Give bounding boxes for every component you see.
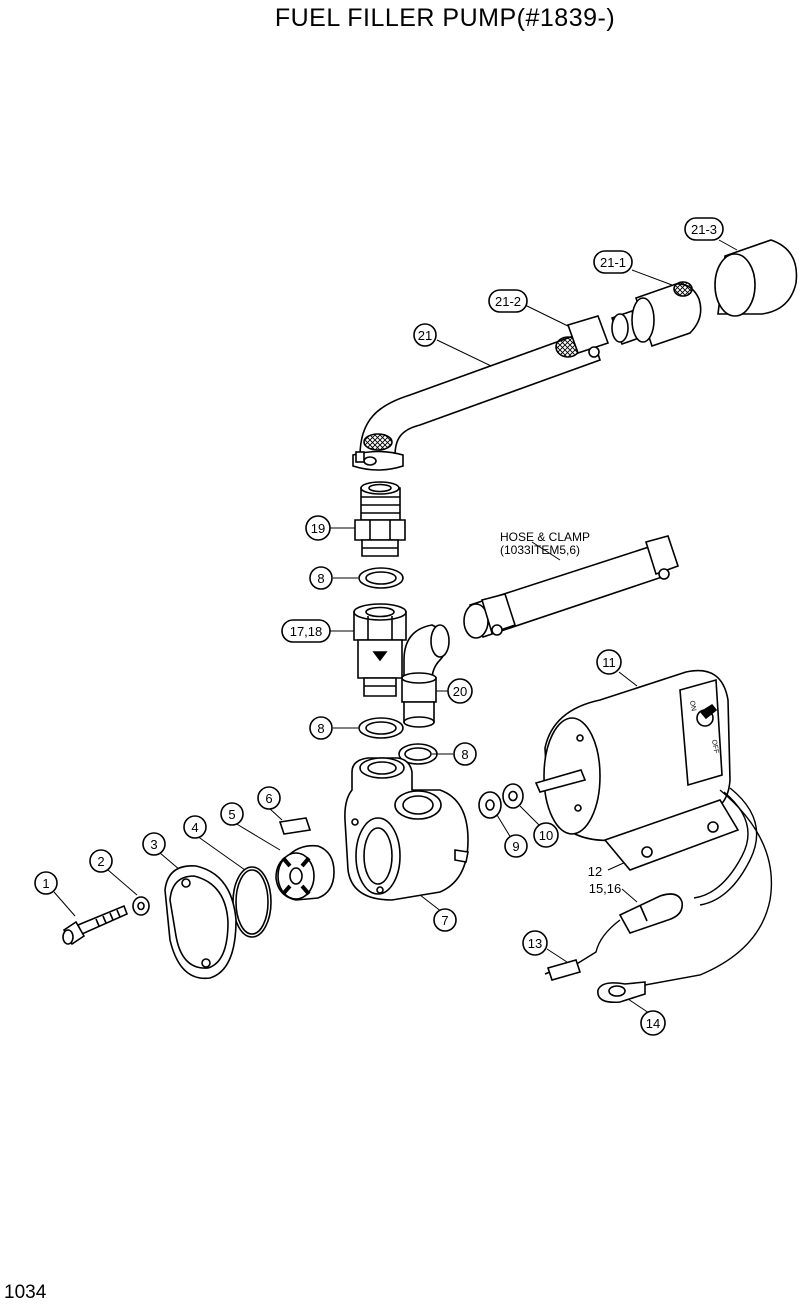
callout-12: 12 [588,864,602,879]
callout-21-3: 21-3 [684,217,724,241]
strainer-21-1 [610,281,702,348]
svg-text:21-3: 21-3 [691,222,717,237]
cord-boot-15-16 [618,893,684,934]
washer-8-right [398,743,438,765]
callout-21-2: 21-2 [488,289,528,313]
svg-text:8: 8 [317,721,324,736]
svg-text:8: 8 [461,747,468,762]
callout-19: 19 [305,515,331,541]
elbow-20 [401,624,450,728]
page-title: FUEL FILLER PUMP(#1839-) [274,4,616,32]
vane-6 [278,817,312,835]
callout-17-18: 17,18 [281,619,331,643]
callout-1: 1 [34,871,58,895]
leader-lines [53,239,738,1014]
svg-text:5: 5 [228,807,235,822]
svg-text:19: 19 [311,521,325,536]
callout-2: 2 [89,849,113,873]
nipple-19 [354,481,406,557]
svg-text:15,16: 15,16 [589,881,622,896]
svg-text:4: 4 [191,820,198,835]
callout-15-16: 15,16 [589,881,622,896]
sleeve-21-3 [714,239,798,317]
washer-9 [478,791,502,819]
o-ring-4 [232,866,272,938]
terminal-13 [544,959,582,981]
callout-10: 10 [533,822,559,848]
svg-text:9: 9 [512,839,519,854]
washer-2 [132,896,150,916]
power-cord [644,787,773,986]
svg-text:13: 13 [528,936,542,951]
svg-text:21-1: 21-1 [600,255,626,270]
hose-clamp-note-line1: HOSE & CLAMP [500,530,590,544]
svg-text:21-2: 21-2 [495,294,521,309]
switch-off-label: OFF [710,739,719,754]
svg-text:20: 20 [453,684,467,699]
svg-text:11: 11 [602,655,616,670]
hose-clamp-note-line2: (1033ITEM5,6) [500,543,580,557]
washer-8-middle [358,717,404,739]
pipe-end-21-2 [555,315,610,358]
cover-3 [164,865,237,980]
callouts: 21-3 21-1 21-2 21 19 8 17,18 20 [34,217,724,1036]
motor-11 [534,669,740,871]
svg-text:17,18: 17,18 [290,624,323,639]
callout-11: 11 [596,649,622,675]
check-valve-17-18 [353,603,407,697]
washer-8-top [358,567,404,589]
svg-text:8: 8 [317,571,324,586]
callout-14: 14 [640,1010,666,1036]
svg-text:1: 1 [42,876,49,891]
svg-text:21: 21 [418,328,432,343]
cord-lead [574,919,621,966]
callout-13: 13 [522,930,548,956]
callout-8-top: 8 [309,566,333,590]
svg-text:3: 3 [150,837,157,852]
svg-text:2: 2 [97,854,104,869]
callout-4: 4 [183,815,207,839]
hose-and-clamp [463,535,680,639]
switch-on-label: ON [688,700,697,712]
callout-21-1: 21-1 [593,250,633,274]
washer-10 [502,783,524,809]
svg-text:12: 12 [588,864,602,879]
callout-3: 3 [142,832,166,856]
bolt-1 [62,904,129,946]
callout-20: 20 [447,678,473,704]
ring-terminal-14 [597,981,646,1004]
callout-8-middle: 8 [309,716,333,740]
callout-6: 6 [257,786,281,810]
svg-text:7: 7 [441,913,448,928]
callout-21: 21 [413,323,437,347]
svg-text:6: 6 [265,791,272,806]
callout-9: 9 [504,834,528,858]
page-number: 1034 [4,1282,47,1303]
rotor-5 [275,844,335,901]
svg-text:14: 14 [646,1016,660,1031]
pump-body-7 [344,757,469,901]
callout-7: 7 [433,908,457,932]
svg-text:10: 10 [539,828,553,843]
callout-5: 5 [220,802,244,826]
callout-8-right: 8 [453,742,477,766]
